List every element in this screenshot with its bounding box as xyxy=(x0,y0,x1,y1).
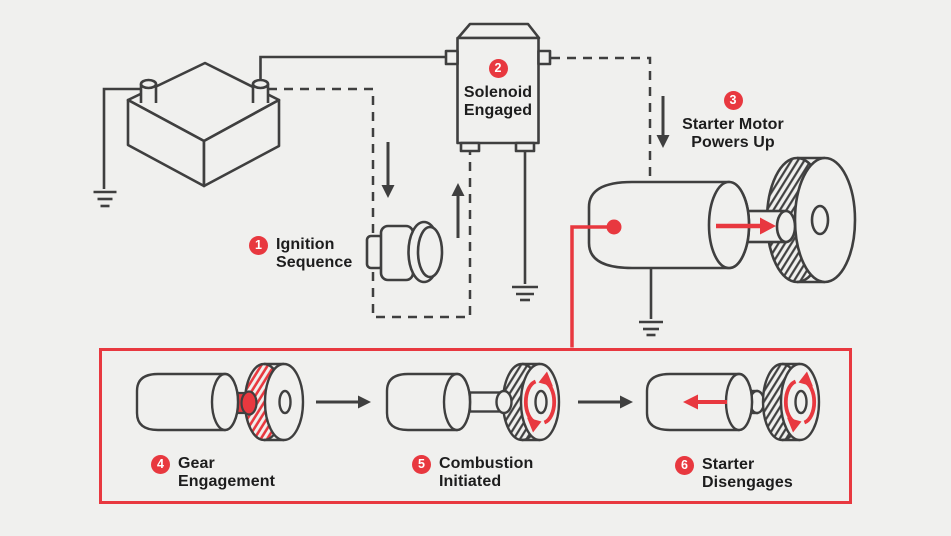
step-5-badge: 5 xyxy=(412,455,431,474)
battery-terminal-right xyxy=(251,78,270,103)
step-5-motor xyxy=(385,372,472,432)
step-3-badge: 3 xyxy=(723,91,743,110)
current-to-motor-arrow xyxy=(656,96,670,148)
solenoid-to-motor-dashed-wire xyxy=(551,56,652,181)
battery-ground-wire xyxy=(93,87,141,208)
step-3-text: Starter Motor Powers Up xyxy=(682,116,784,152)
battery-to-solenoid-wire xyxy=(259,55,447,80)
step-2-text: Solenoid Engaged xyxy=(464,84,532,120)
step-6-rotation-arrows xyxy=(783,371,817,433)
step-6-label: 6 Starter Disengages xyxy=(675,456,793,492)
step-2-line2: Engaged xyxy=(463,102,533,119)
step-6-disengage-icon xyxy=(645,362,821,442)
step-1-line2: Sequence xyxy=(276,254,353,271)
step-5-label: 5 Combustion Initiated xyxy=(412,455,533,491)
step-3-line2: Powers Up xyxy=(691,134,775,151)
step-4-line2: Engagement xyxy=(178,473,276,490)
step-1-line1: Ignition xyxy=(276,236,335,253)
step-4-gear-engagement-icon xyxy=(135,362,305,442)
step-4-line1: Gear xyxy=(178,455,215,472)
current-down-arrow xyxy=(381,142,395,198)
step-6-line2: Disengages xyxy=(702,474,793,491)
motor-ground xyxy=(639,268,663,337)
step-4-badge: 4 xyxy=(151,455,170,474)
step-1-badge: 1 xyxy=(249,236,268,255)
step-5-shaft xyxy=(468,389,513,415)
power-wire-node xyxy=(606,219,622,235)
ignition-dashed-circuit xyxy=(268,87,472,319)
step-6-text: Starter Disengages xyxy=(702,456,793,492)
step-4-to-5-arrow xyxy=(316,395,371,409)
step-2-line1: Solenoid xyxy=(463,84,533,101)
step-6-retract-arrow xyxy=(683,394,727,410)
solenoid-ground xyxy=(512,151,538,302)
step-6-badge: 6 xyxy=(675,456,694,475)
shaft-direction-arrow xyxy=(716,217,776,235)
step-2-label: 2 Solenoid Engaged xyxy=(448,59,548,120)
step-3-label: 3 Starter Motor Powers Up xyxy=(659,91,807,152)
step-5-combustion-icon xyxy=(385,362,561,442)
sequence-panel-frame xyxy=(99,348,852,504)
step-2-badge: 2 xyxy=(488,59,508,78)
step-5-line1: Combustion xyxy=(439,455,534,472)
step-5-to-6-arrow xyxy=(578,395,633,409)
step-4-text: Gear Engagement xyxy=(178,455,275,491)
step-4-motor xyxy=(135,372,240,432)
step-5-rotation-arrows xyxy=(523,371,557,433)
ignition-switch-icon xyxy=(365,220,444,284)
step-1-label: 1 Ignition Sequence xyxy=(249,236,352,272)
step-1-text: Ignition Sequence xyxy=(276,236,352,272)
flywheel-gear-icon xyxy=(765,156,857,284)
battery-terminal-left xyxy=(139,78,158,103)
solenoid-icon xyxy=(444,22,552,153)
step-3-line1: Starter Motor xyxy=(682,116,784,133)
current-up-arrow xyxy=(451,183,465,238)
step-4-label: 4 Gear Engagement xyxy=(151,455,275,491)
step-6-line1: Starter xyxy=(702,456,755,473)
power-wire xyxy=(570,219,622,348)
battery-icon xyxy=(126,61,281,188)
step-5-line2: Initiated xyxy=(439,473,502,490)
step-5-text: Combustion Initiated xyxy=(439,455,533,491)
